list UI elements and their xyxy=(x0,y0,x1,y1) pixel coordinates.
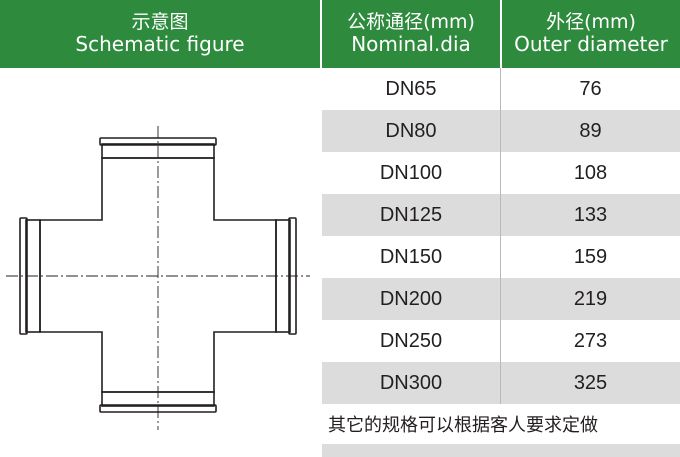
column-divider xyxy=(320,0,322,457)
header-nominal-en: Nominal.dia xyxy=(351,32,471,57)
header-divider xyxy=(500,0,502,68)
table-row: DN150 159 xyxy=(322,236,680,278)
nominal-cell: DN65 xyxy=(385,77,437,100)
nominal-cell: DN300 xyxy=(379,371,443,394)
nominal-cell: DN125 xyxy=(379,203,443,226)
header-schematic-en: Schematic figure xyxy=(75,32,245,57)
table-row: DN80 89 xyxy=(322,110,680,152)
table-row: DN300 325 xyxy=(322,362,680,404)
header-schematic-zh: 示意图 xyxy=(131,10,189,33)
table-row: DN125 133 xyxy=(322,194,680,236)
outer-cell: 159 xyxy=(500,236,680,278)
outer-cell: 325 xyxy=(500,362,680,404)
cross-fitting-drawing xyxy=(6,126,310,430)
cross-fitting-figure xyxy=(0,68,320,457)
header-outer-en: Outer diameter xyxy=(514,32,668,57)
outer-cell: 76 xyxy=(500,68,680,110)
outer-cell: 89 xyxy=(500,110,680,152)
nominal-cell: DN100 xyxy=(379,161,443,184)
outer-cell: 219 xyxy=(500,278,680,320)
outer-cell: 273 xyxy=(500,320,680,362)
outer-cell: 133 xyxy=(500,194,680,236)
nominal-cell: DN250 xyxy=(379,329,443,352)
nominal-cell: DN150 xyxy=(379,245,443,268)
header-nominal-zh: 公称通径(mm) xyxy=(347,10,475,33)
table-row: DN100 108 xyxy=(322,152,680,194)
custom-spec-note: 其它的规格可以根据客人要求定做 xyxy=(322,404,680,444)
header-schematic-figure: 示意图 Schematic figure xyxy=(0,0,320,68)
nominal-cell: DN80 xyxy=(385,119,437,142)
outer-cell: 108 xyxy=(500,152,680,194)
header-nominal-dia: 公称通径(mm) Nominal.dia xyxy=(322,0,500,68)
table-row: DN200 219 xyxy=(322,278,680,320)
nominal-cell: DN200 xyxy=(379,287,443,310)
table-row: DN65 76 xyxy=(322,68,680,110)
header-outer-diameter: 外径(mm) Outer diameter xyxy=(502,0,680,68)
table-row: DN250 273 xyxy=(322,320,680,362)
note-strip xyxy=(322,444,680,457)
header-outer-zh: 外径(mm) xyxy=(546,10,636,33)
